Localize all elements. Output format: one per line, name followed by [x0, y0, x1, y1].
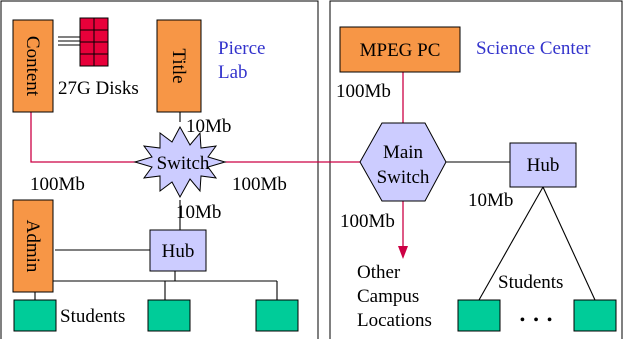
speed-title-switch: 10Mb [186, 116, 231, 137]
switch-starburst [133, 125, 227, 199]
pierce-student-2 [147, 299, 191, 332]
switch-label: Switch [157, 153, 210, 174]
campus-label-line1: Other [357, 262, 401, 283]
link-hub-student-left [478, 186, 544, 301]
campus-label-line3: Locations [357, 310, 432, 331]
pierce-hub-box [149, 229, 207, 272]
title-label: Title [168, 48, 189, 83]
red-links [30, 72, 404, 248]
title-server-box [156, 19, 202, 113]
science-hub-label: Hub [527, 155, 560, 176]
science-center-panel [329, 0, 623, 339]
admin-label: Admin [22, 220, 43, 273]
students-ellipsis: • • • [520, 312, 555, 329]
speed-switch-hub: 10Mb [176, 202, 221, 223]
pierce-student-3 [255, 299, 299, 332]
science-center-title: Science Center [476, 38, 591, 59]
pierce-lab-title-line1: Pierce [218, 38, 265, 59]
pierce-lab-title-line2: Lab [218, 62, 248, 83]
science-center: Science Center MPEG PC 100Mb Main Switch… [336, 26, 617, 332]
link-hub-student-right [542, 186, 596, 301]
pierce-lab: Content 27G Disks Title Pierce Lab 10Mb … [12, 17, 299, 332]
speed-main-hub: 10Mb [468, 190, 513, 211]
speed-mpeg-main: 100Mb [336, 81, 391, 102]
main-switch-hexagon [359, 122, 447, 202]
science-student-1 [457, 299, 501, 332]
science-students-label: Students [498, 272, 563, 293]
speed-switch-main: 100Mb [232, 174, 287, 195]
disks-label: 27G Disks [58, 78, 139, 99]
pierce-hub-label: Hub [162, 241, 195, 262]
speed-content-switch: 100Mb [30, 174, 85, 195]
campus-label-line2: Campus [357, 286, 419, 307]
science-hub-box [509, 142, 577, 188]
content-server-box [12, 19, 54, 113]
pierce-lab-panel [0, 0, 319, 339]
pierce-student-1 [13, 299, 57, 332]
mpeg-pc-box [339, 26, 461, 73]
campus-arrowhead [398, 246, 408, 259]
black-links [34, 36, 596, 301]
link-content-switch [30, 112, 155, 163]
science-student-2 [573, 299, 617, 332]
pierce-students-label: Students [60, 306, 125, 327]
mpeg-pc-label: MPEG PC [360, 40, 441, 61]
content-label: Content [22, 36, 43, 97]
main-switch-label-line2: Switch [377, 167, 430, 188]
speed-main-campus: 100Mb [340, 211, 395, 232]
main-switch-label-line1: Main [383, 142, 424, 163]
admin-server-box [12, 199, 54, 293]
